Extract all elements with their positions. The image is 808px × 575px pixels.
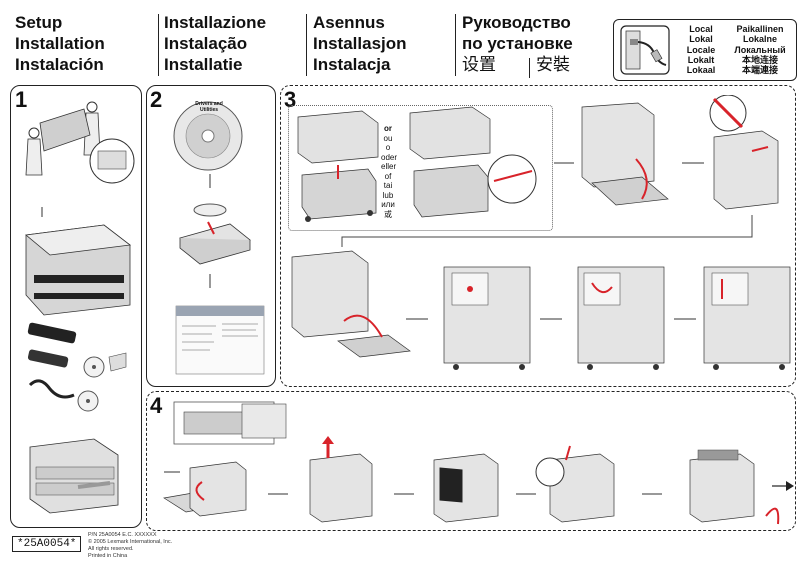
step-number: 2 xyxy=(150,87,163,112)
title-italian-portuguese-dutch: Installazione Instalação Installatie xyxy=(164,12,266,75)
local-label: Lokalt xyxy=(687,54,715,65)
legal-line: All rights reserved. xyxy=(88,546,134,552)
legal-line: P/N 25A0054 E.C. XXXXXX xyxy=(88,532,157,538)
title-line: 安裝 xyxy=(536,55,570,74)
local-label: Lokal xyxy=(689,34,713,45)
title-line: Installasjon xyxy=(313,34,407,53)
local-label: Locale xyxy=(686,44,716,55)
or-word: of xyxy=(384,171,392,181)
title-english-french-spanish: Setup Installation Instalación xyxy=(15,12,105,75)
cd-label: Drivers and Utilities xyxy=(195,101,223,113)
title-chinese: 设置 xyxy=(462,54,496,75)
title-line: Installation xyxy=(15,34,105,53)
title-line: по установке xyxy=(462,34,573,53)
local-label: Lokaal xyxy=(686,65,716,76)
step-number: 1 xyxy=(15,87,28,112)
title-line: Installazione xyxy=(164,13,267,32)
step-4-duplex-install-illustration xyxy=(163,401,780,525)
legal-text: P/N 25A0054 E.C. XXXXXX © 2005 Lexmark I… xyxy=(88,532,172,560)
title-divider xyxy=(529,58,530,78)
or-word: or xyxy=(384,124,392,133)
local-label: Lokalne xyxy=(742,34,777,45)
or-word: eller xyxy=(381,162,397,171)
title-divider xyxy=(306,14,307,76)
title-line: Instalación xyxy=(15,55,104,74)
local-label: Local xyxy=(689,24,713,34)
or-word: lub xyxy=(382,190,394,200)
or-translations: or ou o oder eller of tai lub или 或 xyxy=(381,124,398,219)
local-connection-box: Local Lokal Locale Lokalt Lokaal Paikall… xyxy=(613,19,797,81)
title-line: Setup xyxy=(15,13,63,32)
local-label: Локальный xyxy=(734,44,786,55)
or-word: или xyxy=(381,200,395,209)
title-divider xyxy=(455,14,456,76)
local-label: 本端連接 xyxy=(741,65,778,76)
title-divider xyxy=(158,14,159,76)
title-line: Asennus xyxy=(313,13,385,32)
local-label: 本地连接 xyxy=(741,54,778,65)
usb-cable-icon xyxy=(620,25,670,75)
continue-arrow-icon xyxy=(772,481,794,491)
title-line: Instalação xyxy=(164,34,248,53)
step-2-software-illustration xyxy=(173,101,265,375)
title-line: Instalacja xyxy=(313,55,391,74)
or-word: tai xyxy=(383,181,393,190)
or-word: oder xyxy=(381,152,398,162)
legal-line: © 2005 Lexmark International, Inc. xyxy=(88,539,173,545)
or-word: 或 xyxy=(384,209,392,219)
local-label: Paikallinen xyxy=(736,24,784,34)
title-line: 设置 xyxy=(462,55,496,74)
or-word: o xyxy=(385,143,391,152)
title-russian: Руководство по установке xyxy=(462,12,573,54)
title-chinese-traditional: 安裝 xyxy=(536,54,570,75)
title-line: Installatie xyxy=(164,55,243,74)
step-number: 4 xyxy=(150,393,163,418)
title-line: Руководство xyxy=(462,13,571,32)
step-3-tray-install-illustration xyxy=(291,95,791,370)
tray-options-frame xyxy=(288,105,553,231)
part-number-barcode: *25A0054* xyxy=(12,536,82,552)
local-labels-right: Paikallinen Lokalne Локальный 本地连接 本端連接 xyxy=(728,24,792,75)
local-labels-left: Local Lokal Locale Lokalt Lokaal xyxy=(678,24,724,75)
or-word: ou xyxy=(383,133,393,143)
step-1-unpacking-illustration xyxy=(25,101,135,514)
legal-line: Printed in China xyxy=(88,553,128,559)
title-finnish-norwegian-polish: Asennus Installasjon Instalacja xyxy=(313,12,407,75)
